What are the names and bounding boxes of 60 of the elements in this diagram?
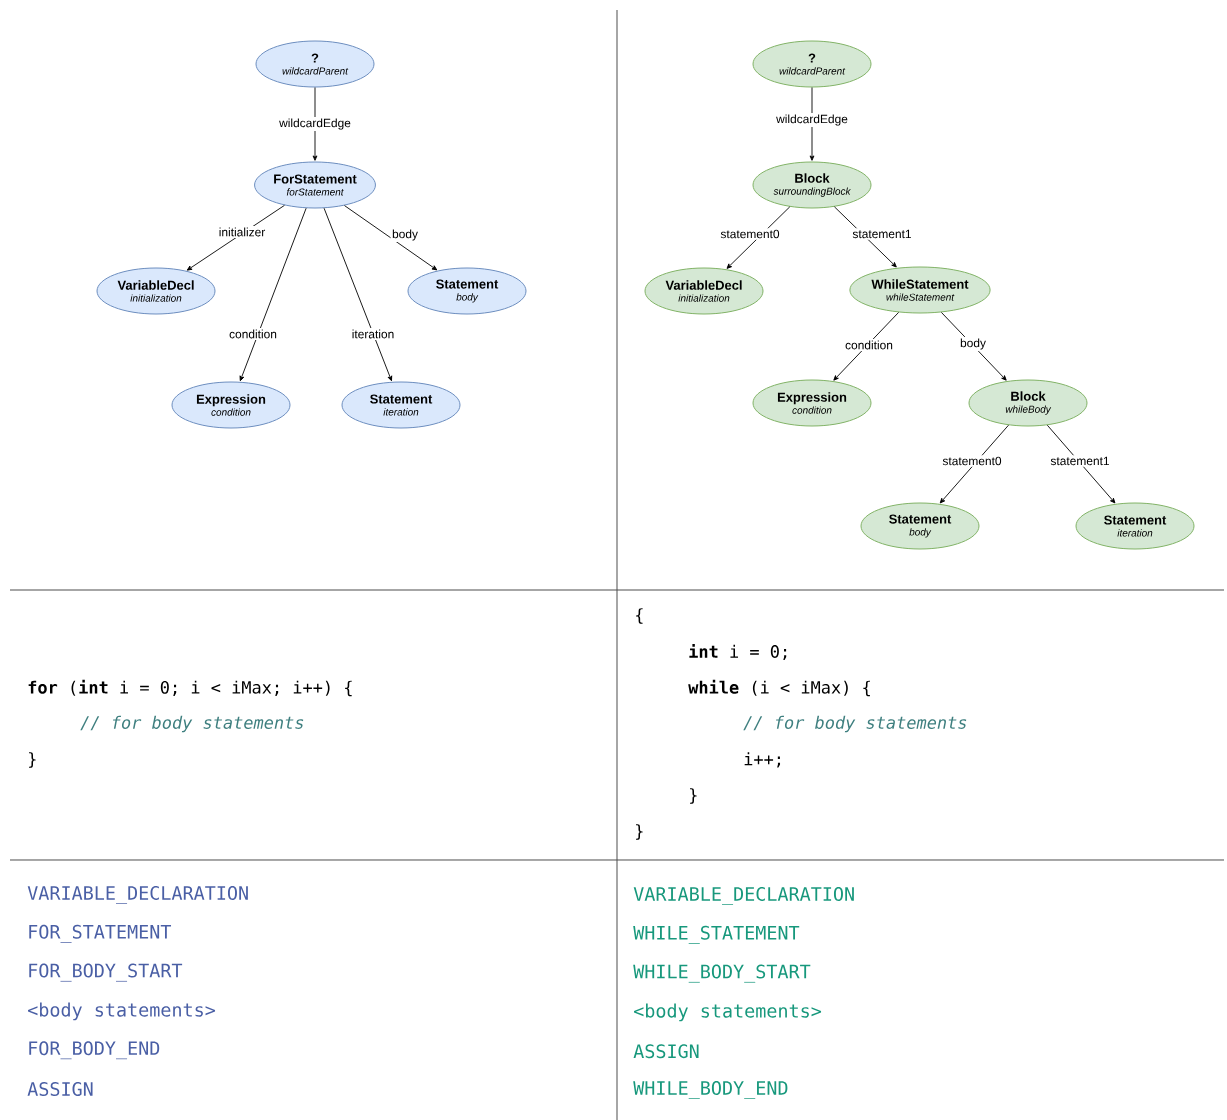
code-line: } [636,824,643,840]
code-line: i++; [744,752,781,768]
arrow [939,424,1009,504]
ellipse-node: Statement iteration [341,381,461,429]
edge-label: statement0 [940,455,1004,467]
token-name: <body statements> [634,1003,822,1022]
arrow [186,204,285,271]
edge-label: condition [227,328,279,340]
edge-label: wildcardEdge [277,116,353,132]
ellipse-node: Statement iteration [1075,502,1195,550]
token-name: VARIABLE_DECLARATION [27,886,248,904]
token-name: <body statements> [28,1002,216,1021]
arrow [312,87,318,161]
code-comment: // for body statements [80,715,304,733]
arrow [239,207,307,382]
token-name: ASSIGN [633,1044,699,1059]
token-name: WHILE_BODY_END [633,1081,788,1099]
edge-label: body [390,227,420,243]
edge-label: wildcardEdge [774,112,850,128]
edge-label: initializer [217,226,267,238]
edge-label: iteration [350,328,396,340]
token-name: WHILE_STATEMENT [633,925,800,944]
token-name: FOR_STATEMENT [29,924,171,943]
ellipse-node: Block whileBody [968,379,1088,427]
ellipse-node: ? wildcardParent [752,40,872,88]
ellipse-node: Expression condition [752,379,872,427]
token-name: FOR_BODY_START [29,963,183,982]
ellipse-node: Expression condition [171,381,291,429]
ellipse-node: VariableDecl initialization [96,267,216,315]
arrow [833,206,897,268]
code-line: } [690,788,697,804]
arrow [833,311,900,381]
token-name: ASSIGN [27,1082,93,1096]
code-line: { [636,608,643,624]
token-name: WHILE_BODY_START [633,964,811,983]
arrow [940,311,1007,381]
code-line: } [29,752,36,768]
ellipse-node: ? wildcardParent [255,40,375,88]
arrow [726,206,791,269]
arrow [809,87,815,161]
arrow [1046,424,1116,504]
edge-label: statement0 [718,228,782,240]
arrow [344,205,438,271]
code-line: int i = 0; [689,643,787,661]
token-name: FOR_BODY_END [29,1041,160,1060]
edge-label: body [958,336,988,352]
ellipse-node: VariableDecl initialization [644,267,764,315]
ellipse-node: Statement body [407,267,527,315]
arrow [323,207,393,382]
token-name: VARIABLE_DECLARATION [633,887,854,905]
code-comment: // for body statements [743,715,967,733]
edge-label: statement1 [1048,455,1112,467]
code-line: while (i < iMax) { [688,679,870,697]
code-line: for (int i = 0; i < iMax; i++) { [28,679,352,697]
ellipse-node: Statement body [860,502,980,550]
edge-label: condition [843,339,895,351]
ellipse-node: WhileStatement whileStatement [849,266,991,314]
ellipse-node: ForStatement forStatement [254,161,376,209]
edge-label: statement1 [850,228,914,240]
ellipse-node: Block surroundingBlock [752,161,872,209]
